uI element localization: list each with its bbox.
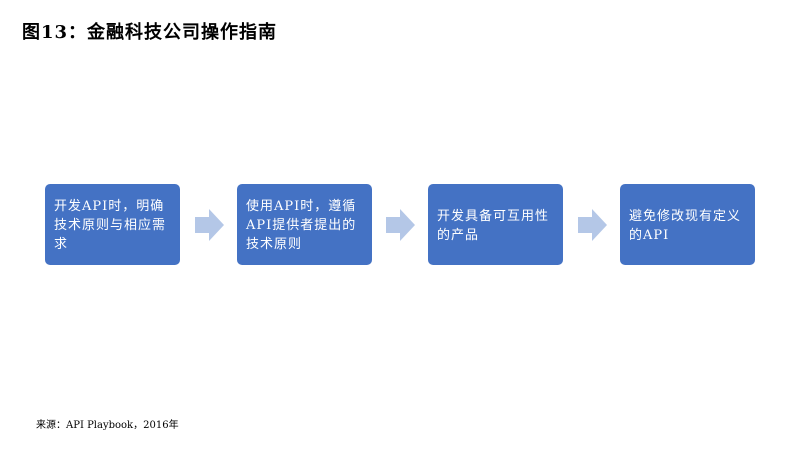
right-arrow-icon: [386, 209, 415, 241]
step-3-text: 开发具备可互用性的产品: [437, 208, 550, 243]
source-note: 来源：API Playbook，2016年: [36, 420, 179, 431]
step-2-text: 使用API时，遵循API提供者提出的技术原则: [246, 199, 357, 252]
right-arrow-icon: [578, 209, 607, 241]
step-box-4: 避免修改现有定义的API: [620, 184, 755, 265]
step-box-1: 开发API时，明确技术原则与相应需求: [45, 184, 180, 265]
step-1-text: 开发API时，明确技术原则与相应需求: [54, 199, 167, 252]
step-box-2: 使用API时，遵循API提供者提出的技术原则: [237, 184, 372, 265]
step-box-3: 开发具备可互用性的产品: [428, 184, 563, 265]
right-arrow-icon: [195, 209, 224, 241]
figure-title: 图13：金融科技公司操作指南: [22, 22, 278, 43]
step-4-text: 避免修改现有定义的API: [629, 208, 742, 243]
